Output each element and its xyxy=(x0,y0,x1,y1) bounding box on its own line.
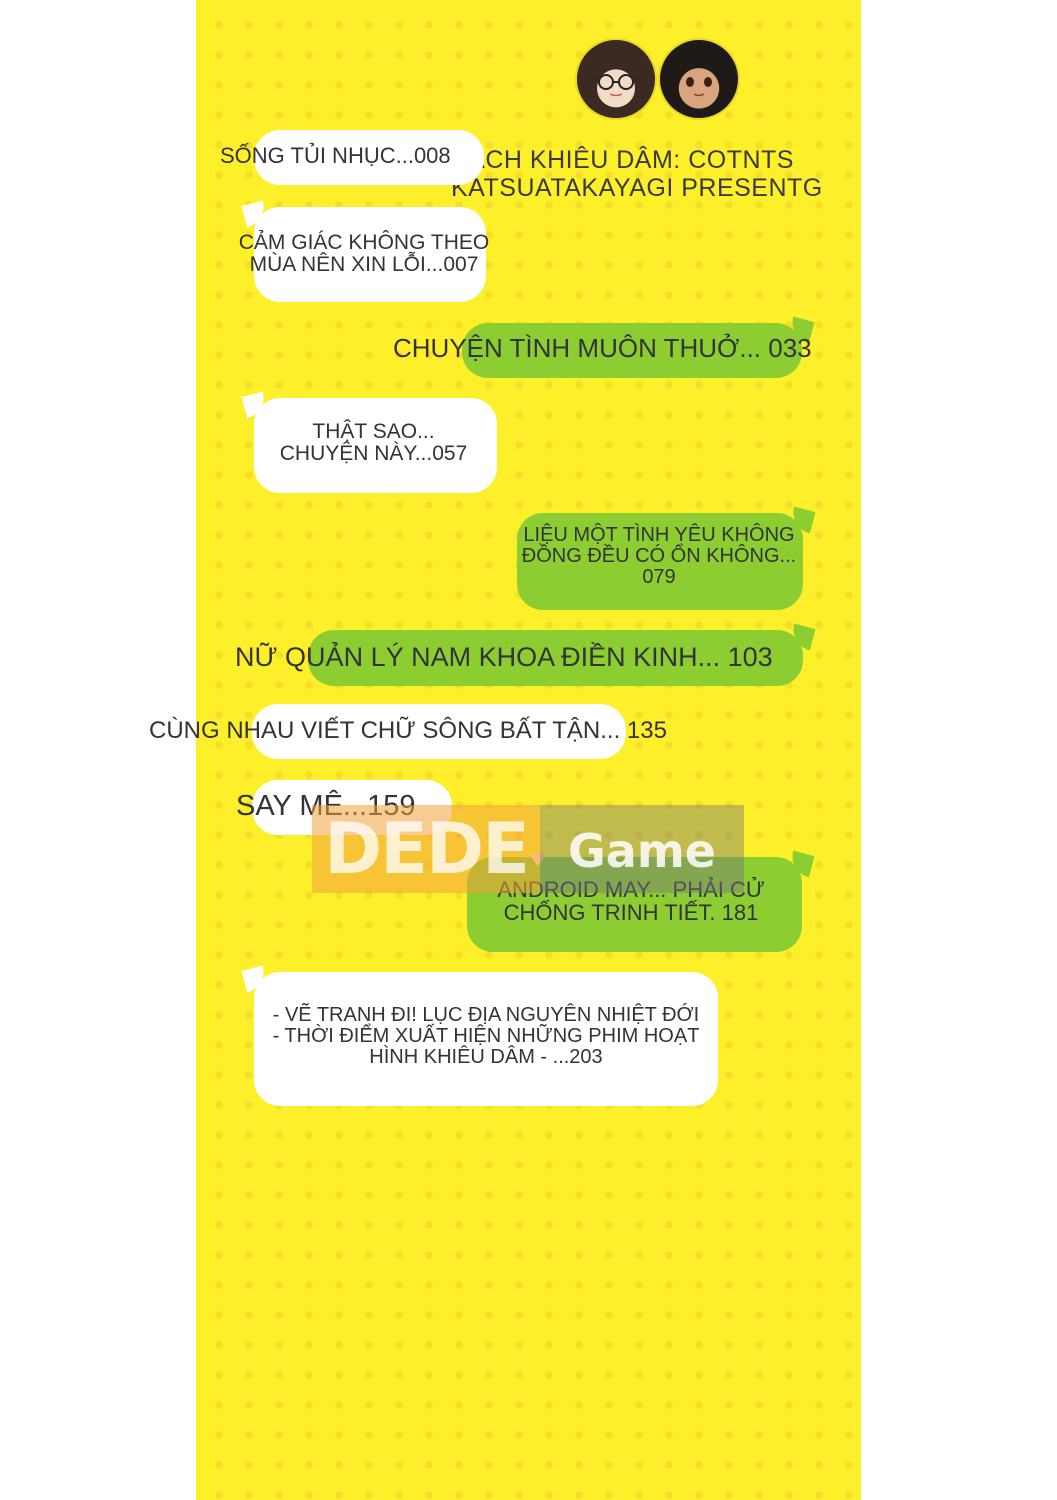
chapter-5-line1: LIỆU MỘT TÌNH YÊU KHÔNG xyxy=(523,524,795,546)
chapter-7-label: CÙNG NHAU VIẾT CHỮ SÔNG BẤT TẬN... 135 xyxy=(149,717,667,744)
watermark-left-text: DEDE xyxy=(312,805,540,893)
chapter-2-label: CẢM GIÁC KHÔNG THEO MÙA NÊN XIN LỖI...00… xyxy=(226,231,502,277)
chat-bubble-chapter-5 xyxy=(517,506,816,610)
chat-bubble-chapter-1 xyxy=(254,130,484,185)
chapter-10-line2: - THỜI ĐIỂM XUẤT HIỆN NHỮNG PHIM HOẠT xyxy=(272,1025,700,1047)
chapter-10-line1: - VẼ TRANH ĐI! LỤC ĐỊA NGUYÊN NHIỆT ĐỚI xyxy=(272,1004,700,1026)
chapter-4-label: THẬT SAO... CHUYỆN NÀY...057 xyxy=(255,420,492,466)
chapter-4-line1: THẬT SAO... xyxy=(312,420,435,443)
chapter-1-label: SỐNG TỦI NHỤC...008 xyxy=(220,143,451,168)
chat-bubble-chapter-2 xyxy=(241,200,486,302)
chapter-5-line2: ĐỒNG ĐỀU CÓ ỔN KHÔNG... xyxy=(521,545,797,567)
chapter-4-line2: CHUYỆN NÀY...057 xyxy=(279,442,468,466)
chapter-9-line2: CHỐNG TRINH TIẾT. 181 xyxy=(503,900,759,926)
girl-with-glasses-avatar-icon xyxy=(577,40,655,118)
book-title-line2: KATSUATAKAYAGI PRESENTG xyxy=(451,174,823,202)
chapter-5-line3: 079 xyxy=(642,566,676,588)
chat-bubble-chapter-7 xyxy=(252,704,626,759)
chat-bubble-chapter-4 xyxy=(241,391,497,493)
chat-bubble-chapter-10 xyxy=(241,965,718,1106)
chat-bubble-chapter-3 xyxy=(462,316,815,378)
tanned-girl-avatar-icon xyxy=(660,40,738,118)
dede-game-watermark: DEDE ♥ Game xyxy=(312,805,744,893)
chapter-10-line3: HÌNH KHIÊU DÂM - ...203 xyxy=(369,1046,603,1068)
chapter-3-label: CHUYỆN TÌNH MUÔN THUỞ... 033 xyxy=(393,333,812,363)
heart-icon: ♥ xyxy=(530,843,546,873)
chapter-2-line1: CẢM GIÁC KHÔNG THEO xyxy=(238,231,490,254)
chapter-9-line1: ANDROID MAY... PHẢI CỬ xyxy=(497,877,765,902)
chapter-9-label: ANDROID MAY... PHẢI CỬ CHỐNG TRINH TIẾT.… xyxy=(467,878,795,924)
chapter-6-label: NỮ QUẢN LÝ NAM KHOA ĐIỀN KINH... 103 xyxy=(235,642,773,672)
glasses-icon xyxy=(598,74,634,97)
book-title: SÁCH KHIÊU DÂM: COTNTS KATSUATAKAYAGI PR… xyxy=(451,146,823,202)
book-title-line1: SÁCH KHIÊU DÂM: COTNTS xyxy=(451,146,794,174)
chapter-10-label: - VẼ TRANH ĐI! LỤC ĐỊA NGUYÊN NHIỆT ĐỚI … xyxy=(236,1005,736,1068)
chapter-2-line2: MÙA NÊN XIN LỖI...007 xyxy=(249,253,479,277)
chat-bubble-chapter-6 xyxy=(308,623,816,686)
face-icon xyxy=(686,77,712,97)
watermark-right-text: Game xyxy=(540,805,744,893)
chapter-5-label: LIỆU MỘT TÌNH YÊU KHÔNG ĐỒNG ĐỀU CÓ ỔN K… xyxy=(494,525,824,588)
